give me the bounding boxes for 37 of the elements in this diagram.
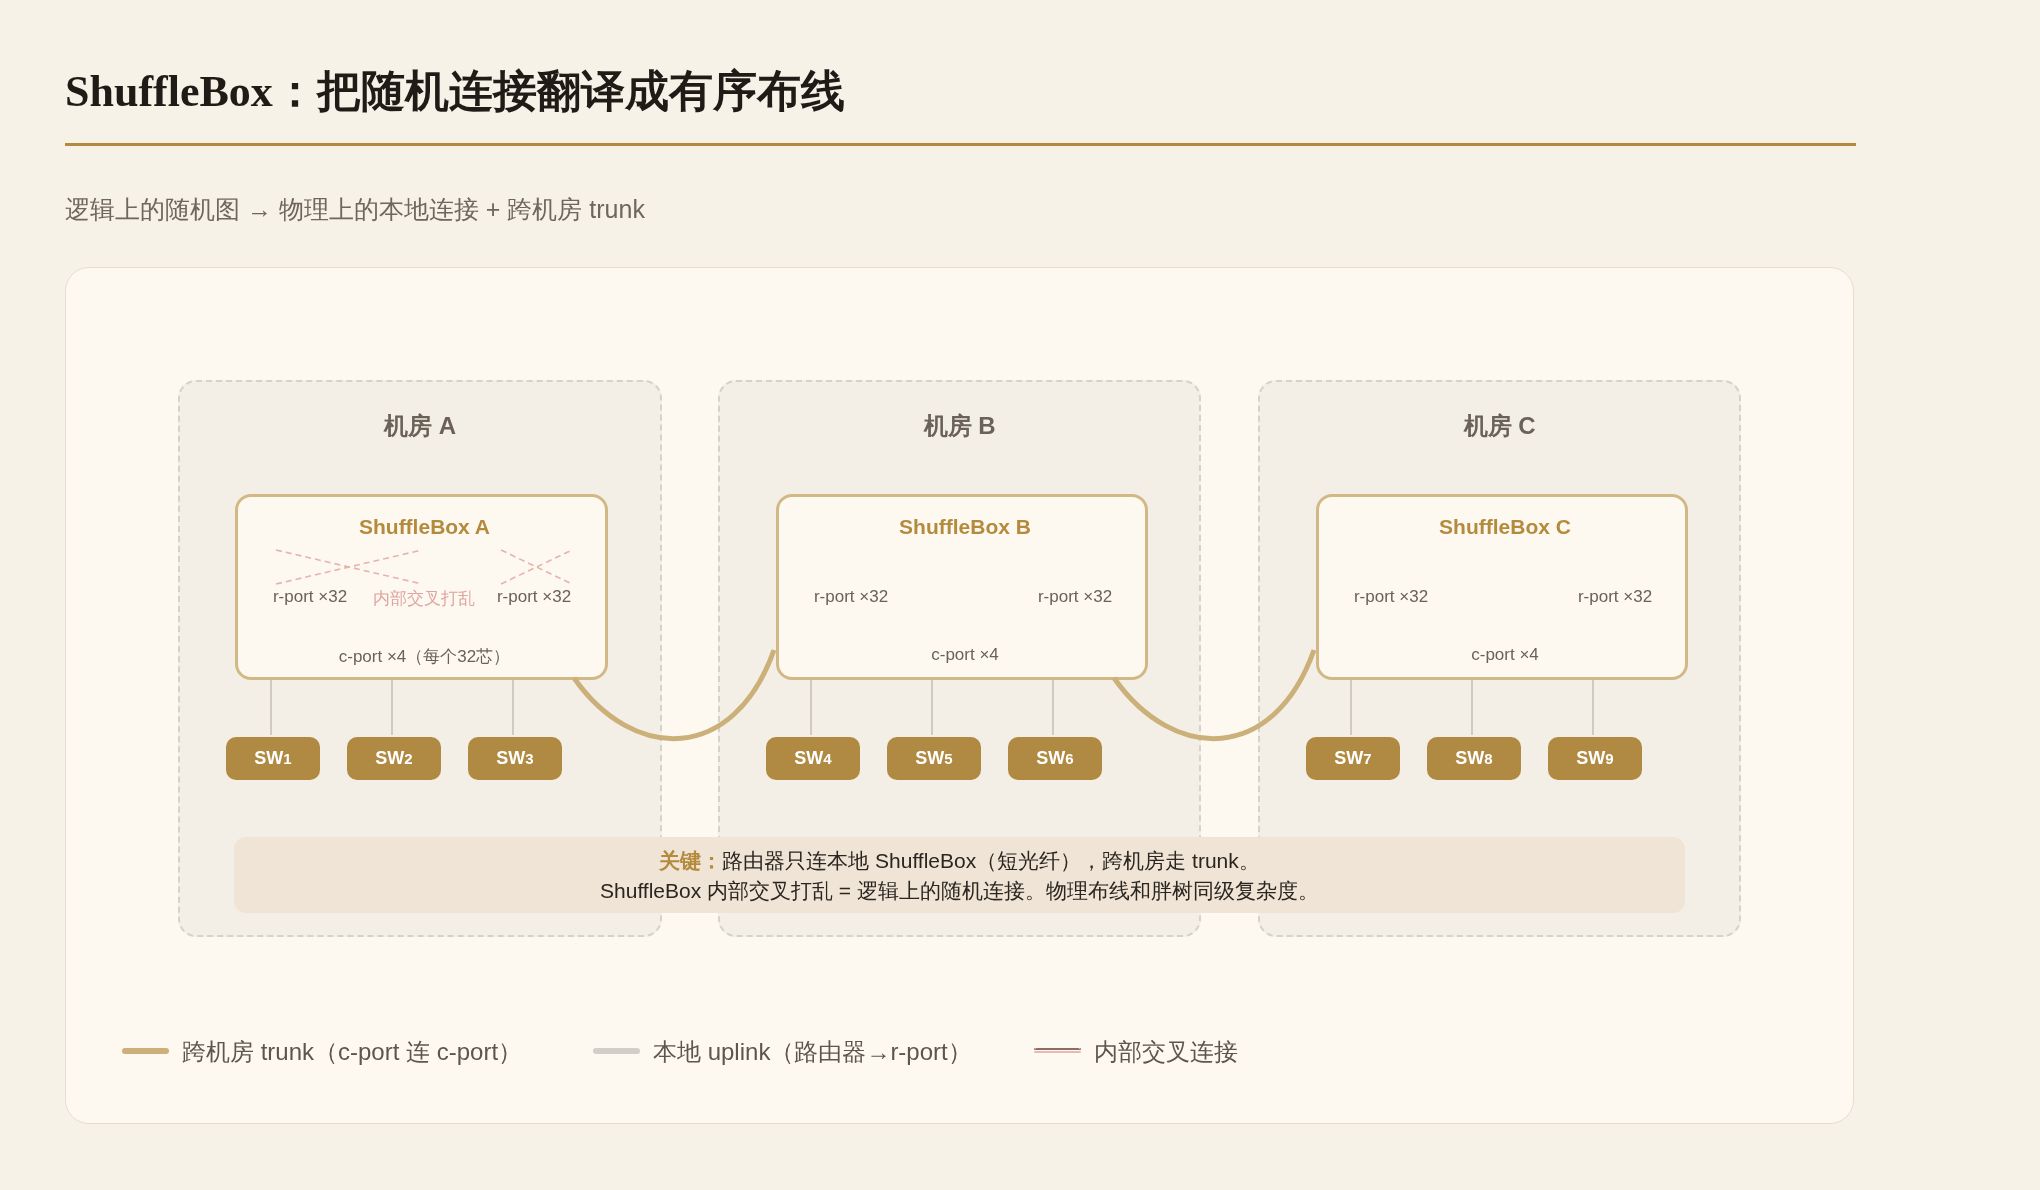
legend-label: 本地 uplink（路由器→r-port） [653, 1037, 972, 1067]
port-label: r-port ×32 [813, 587, 889, 607]
uplink-line [1592, 677, 1594, 736]
port-label: c-port ×4 [931, 645, 999, 665]
uplink-line [1052, 677, 1054, 736]
uplink-line [1350, 677, 1352, 736]
uplink-line [931, 677, 933, 736]
device-box [1316, 494, 1688, 680]
uplink-line [512, 677, 514, 736]
page-title: ShuffleBox：把随机连接翻译成有序布线 [65, 66, 845, 118]
legend-label: 跨机房 trunk（c-port 连 c-port） [182, 1037, 523, 1067]
uplink-line [1471, 677, 1473, 736]
zone-title: 机房 C [1462, 411, 1537, 441]
legend-label: 内部交叉连接 [1094, 1037, 1238, 1067]
note-text: ShuffleBox 内部交叉打乱 = 逻辑上的随机连接。物理布线和胖树同级复杂度。 [599, 878, 1320, 904]
trunk-cable [572, 649, 777, 741]
zone-title: 机房 A [382, 411, 457, 441]
subtitle: 逻辑上的随机图 → 物理上的本地连接 + 跨机房 trunk [65, 194, 645, 225]
port-label: c-port ×4（每个32芯） [338, 646, 511, 668]
uplink-line [391, 677, 393, 736]
port-label: r-port ×32 [272, 587, 348, 607]
port-label: r-port ×32 [1577, 587, 1653, 607]
device-box [235, 494, 608, 680]
cross-label: 内部交叉打乱 [372, 588, 475, 610]
zone-title: 机房 B [922, 411, 997, 441]
box-title: ShuffleBox B [899, 515, 1031, 539]
box-title: ShuffleBox A [358, 515, 491, 539]
port-label: r-port ×32 [1037, 587, 1113, 607]
port-label: r-port ×32 [496, 587, 572, 607]
uplink-line [270, 677, 272, 736]
trunk-cable [1112, 649, 1317, 741]
device-box [776, 494, 1148, 680]
port-label: r-port ×32 [1353, 587, 1429, 607]
note-text: 关键：路由器只连本地 ShuffleBox（短光纤），跨机房走 trunk。 [658, 848, 1261, 874]
uplink-line [810, 677, 812, 736]
port-label: c-port ×4 [1471, 645, 1539, 665]
box-title: ShuffleBox C [1439, 515, 1571, 539]
